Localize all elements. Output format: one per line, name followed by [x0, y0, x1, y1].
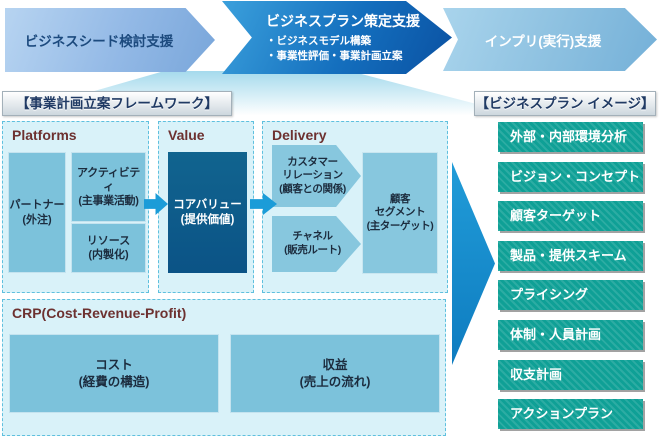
box-activity: アクティビティ (主事業活動)	[71, 152, 146, 222]
process-step-bullet: ・事業性評価・事業計画立案	[266, 50, 403, 62]
section-title-value: Value	[168, 127, 205, 143]
big-flow-arrow-icon	[452, 162, 495, 365]
section-title-platforms: Platforms	[12, 127, 77, 143]
list-item: プライシング	[498, 280, 643, 311]
box-cost: コスト (経費の構造)	[9, 334, 219, 413]
box-revenue: 収益 (売上の流れ)	[230, 334, 440, 413]
process-step-label: ビジネスプラン策定支援	[266, 12, 420, 29]
section-title-crp: CRP(Cost-Revenue-Profit)	[12, 305, 187, 321]
list-item: 外部・内部環境分析	[498, 122, 643, 152]
business-plan-heading: 【ビジネスプラン イメージ】	[474, 91, 656, 116]
section-title-delivery: Delivery	[272, 127, 327, 143]
process-step-plan-arrow: ビジネスプラン策定支援 ・ビジネスモデル構築 ・事業性評価・事業計画立案	[222, 1, 452, 74]
framework-heading: 【事業計画立案フレームワーク】	[2, 91, 232, 116]
list-item: 体制・人員計画	[498, 319, 643, 350]
box-core-value: コアバリュー (提供価値)	[168, 152, 247, 273]
list-item: 収支計画	[498, 359, 643, 390]
business-plan-list: 外部・内部環境分析 ビジョン・コンセプト 顧客ターゲット 製品・提供スキーム プ…	[498, 122, 643, 439]
process-step-label: インプリ(実行)支援	[484, 33, 602, 49]
process-step-bullet: ・ビジネスモデル構築	[266, 34, 371, 47]
box-customer-segment: 顧客 セグメント (主ターゲット)	[362, 152, 438, 274]
box-partner: パートナー (外注)	[8, 152, 66, 273]
process-step-label: ビジネスシード検討支援	[24, 34, 174, 49]
list-item: アクションプラン	[498, 399, 643, 430]
list-item: 製品・提供スキーム	[498, 240, 643, 271]
process-step-seed-arrow: ビジネスシード検討支援	[5, 8, 215, 72]
process-step-implement-arrow: インプリ(実行)支援	[443, 8, 657, 71]
process-step-bullets: ・ビジネスモデル構築 ・事業性評価・事業計画立案	[260, 34, 426, 64]
box-resource: リソース (内製化)	[71, 223, 146, 273]
list-item: ビジョン・コンセプト	[498, 161, 643, 192]
list-item: 顧客ターゲット	[498, 201, 643, 232]
box-customer-relation-arrow: カスタマー リレーション (顧客との関係)	[272, 145, 361, 207]
